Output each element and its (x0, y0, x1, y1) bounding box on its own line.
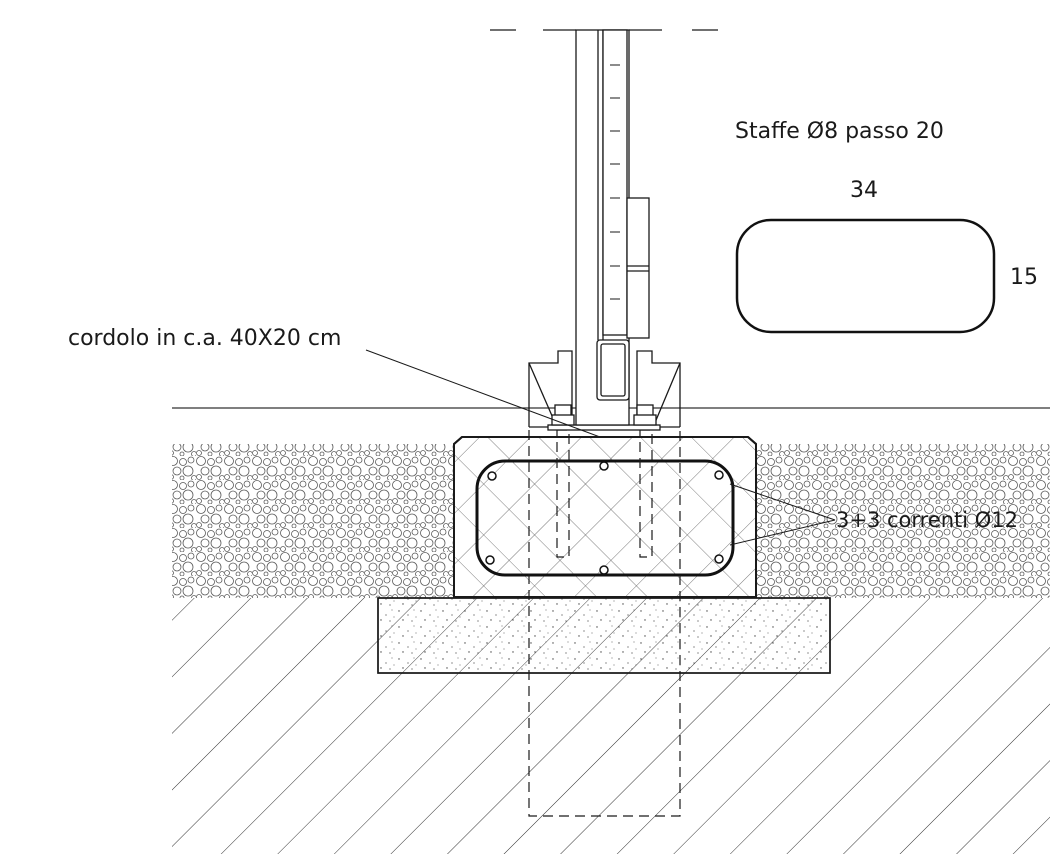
rebar-dot (487, 471, 497, 481)
rebar-dot (714, 554, 724, 564)
stirrup-section (475, 459, 735, 577)
lean-concrete-base (377, 597, 831, 674)
rebar-dot (714, 470, 724, 480)
longitudinal-bars-label: 3+3 correnti Ø12 (836, 508, 1018, 532)
rebar-dot (485, 555, 495, 565)
rebar-dot (599, 461, 609, 471)
concrete-curb (453, 436, 757, 598)
stirrup-detail-shape (735, 218, 996, 334)
stirrups-label: Staffe Ø8 passo 20 (735, 119, 944, 144)
rebar-dot (599, 565, 609, 575)
anchor-bolts (551, 404, 657, 426)
curb-label: cordolo in c.a. 40X20 cm (68, 326, 341, 351)
leader-lines (365, 349, 836, 546)
steel-post (575, 29, 650, 426)
stirrup-width-label: 34 (850, 178, 878, 203)
stirrup-height-label: 15 (1010, 265, 1038, 290)
